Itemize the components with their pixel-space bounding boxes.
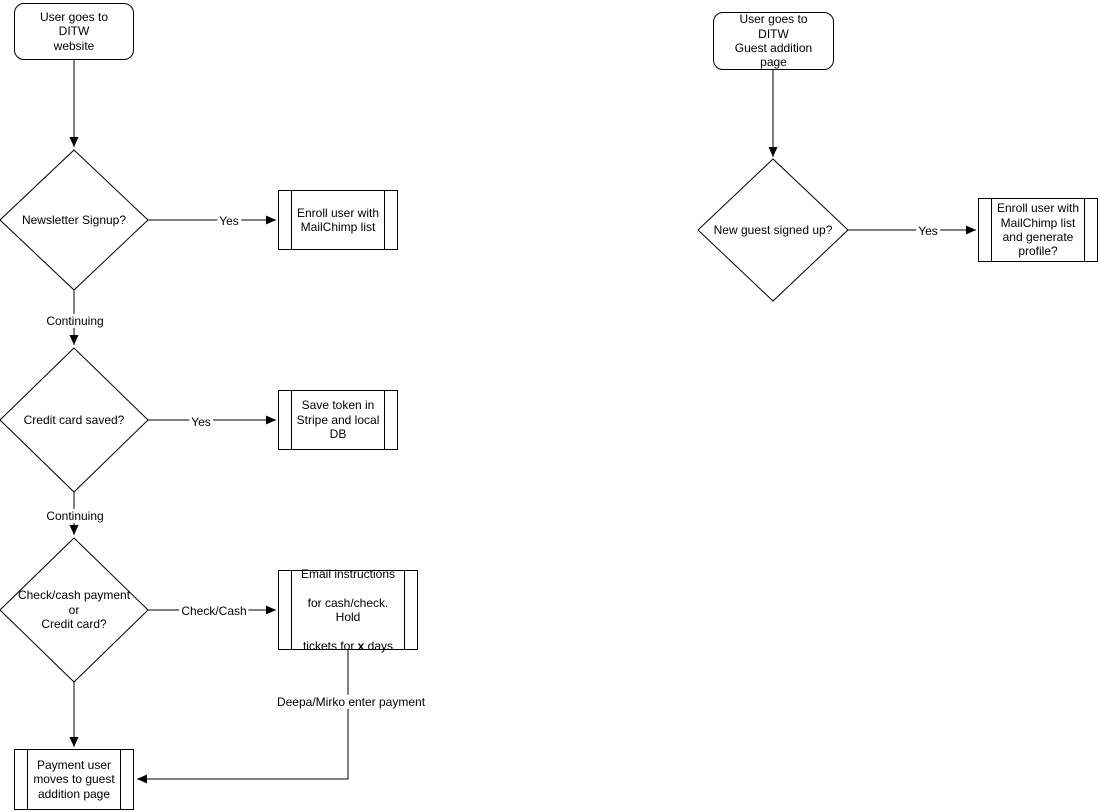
process-bar-left: [291, 391, 292, 449]
process-email-instructions: Email instructions for cash/check. Hold …: [278, 567, 418, 653]
process-bar-right: [404, 571, 405, 649]
process-bar-left: [291, 191, 292, 249]
start-node-website-label: User goes to DITW website: [39, 9, 109, 53]
email-line3: tickets for x days: [294, 639, 402, 653]
process-bar-right: [1084, 199, 1085, 261]
process-enroll-profile: Enroll user with MailChimp list and gene…: [978, 198, 1098, 262]
edge-label-continuing-1: Continuing: [44, 313, 106, 329]
process-enroll-mailchimp: Enroll user with MailChimp list: [278, 190, 398, 250]
decision-paymenttype-label: Check/cash payment or Credit card?: [17, 588, 131, 632]
edge-label-deepa-mirko: Deepa/Mirko enter payment: [274, 694, 428, 710]
process-email-instructions-label: Email instructions for cash/check. Hold …: [279, 552, 417, 667]
edge-label-check-cash: Check/Cash: [179, 603, 249, 619]
process-save-token: Save token in Stripe and local DB: [278, 390, 398, 450]
process-save-token-label: Save token in Stripe and local DB: [296, 398, 380, 442]
process-payment-user-label: Payment user moves to guest addition pag…: [33, 757, 115, 801]
process-bar-left: [291, 571, 292, 649]
start-node-guest-page: User goes to DITW Guest addition page: [713, 12, 834, 70]
email-line2: for cash/check. Hold: [307, 595, 389, 624]
decision-creditcard-shape: [0, 347, 149, 493]
edge-label-yes-creditcard: Yes: [189, 414, 213, 430]
process-enroll-mailchimp-label: Enroll user with MailChimp list: [296, 205, 380, 234]
process-bar-right: [384, 391, 385, 449]
decision-newguest-shape: [697, 158, 849, 302]
decision-paymenttype-shape: [0, 537, 149, 683]
start-node-guest-page-label: User goes to DITW Guest addition page: [734, 12, 813, 70]
email-line3-pre: tickets for: [302, 638, 358, 653]
process-bar-left: [27, 750, 28, 809]
edge-label-yes-newsletter: Yes: [217, 213, 241, 229]
edge-label-continuing-2: Continuing: [44, 508, 106, 524]
process-bar-right: [384, 191, 385, 249]
process-bar-left: [991, 199, 992, 261]
decision-newsletter-label: Newsletter Signup?: [21, 212, 127, 227]
decision-creditcard-label: Credit card saved?: [23, 412, 125, 427]
decision-newsletter-shape: [0, 149, 149, 291]
process-enroll-profile-label: Enroll user with MailChimp list and gene…: [996, 201, 1080, 259]
email-line3-post: days: [364, 638, 394, 653]
start-node-website: User goes to DITW website: [14, 3, 134, 60]
process-payment-user: Payment user moves to guest addition pag…: [14, 749, 134, 810]
connector-email-to-paymentuser: [137, 650, 349, 784]
decision-newguest-label: New guest signed up?: [713, 222, 833, 237]
email-line3-bold: x: [357, 638, 365, 653]
email-line1: Email instructions: [300, 566, 396, 581]
process-bar-right: [120, 750, 121, 809]
edge-label-yes-newguest: Yes: [916, 223, 940, 239]
